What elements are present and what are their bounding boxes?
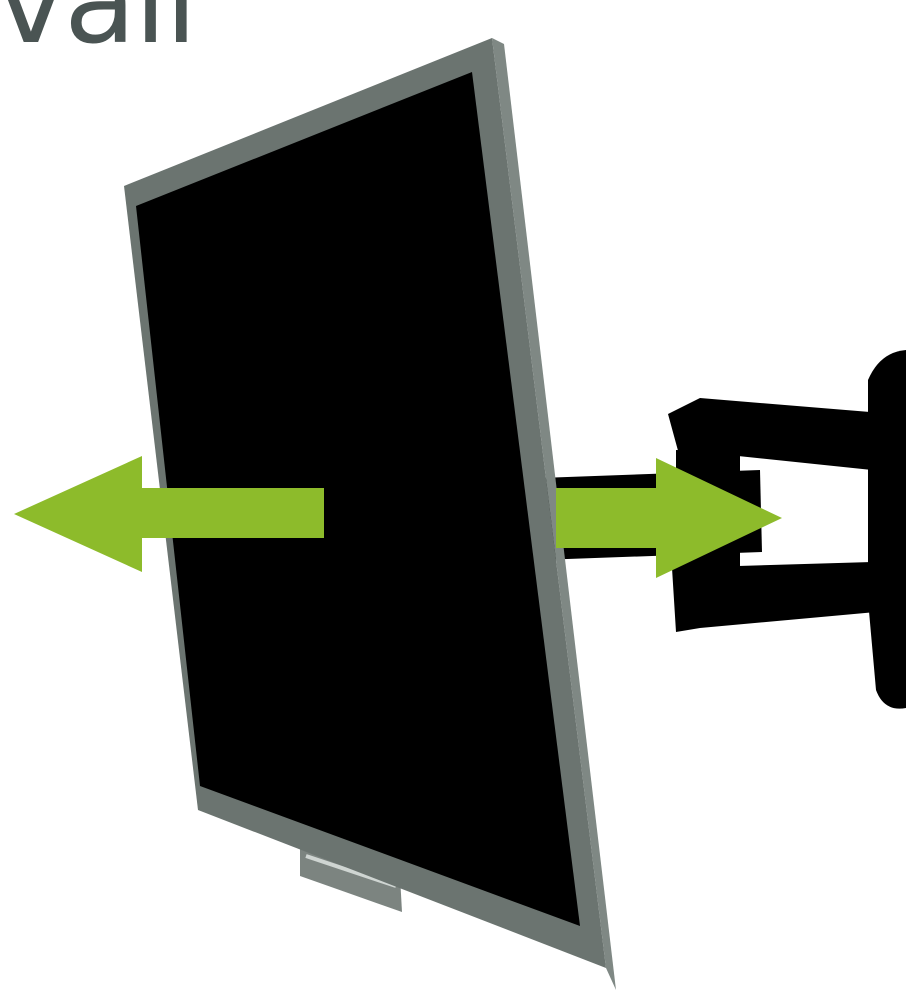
arrow-left-icon xyxy=(14,456,324,572)
tv-screen xyxy=(136,72,580,926)
heading-text-fragment: vall xyxy=(0,0,198,70)
tv xyxy=(124,38,616,990)
lower-arm xyxy=(672,562,876,632)
arrow-right-icon xyxy=(556,458,782,578)
wall-plate xyxy=(868,350,906,709)
